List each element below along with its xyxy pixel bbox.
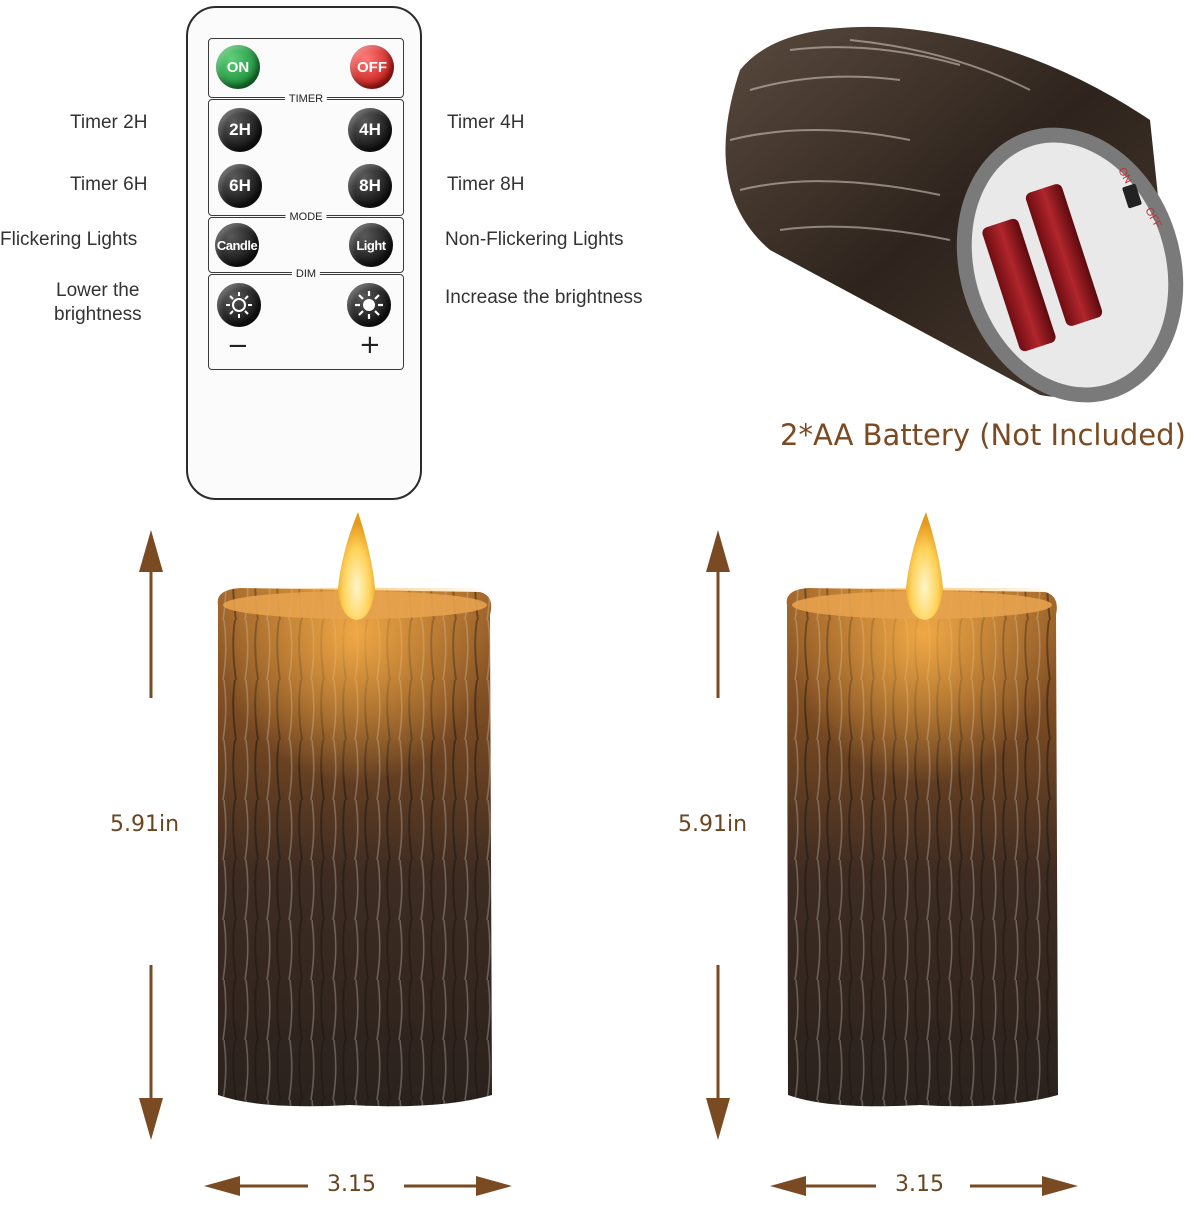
plus-sign: + bbox=[359, 330, 381, 360]
label-lower-2: brightness bbox=[54, 304, 142, 325]
label-increase: Increase the brightness bbox=[445, 287, 643, 308]
dim-down-button[interactable] bbox=[217, 283, 261, 327]
on-button[interactable]: ON bbox=[216, 45, 260, 89]
remote-control: ON OFF TIMER 2H 4H 6H 8H MODE Candle Lig… bbox=[186, 6, 422, 500]
dim-title: DIM bbox=[291, 268, 321, 280]
height-label-right: 5.91in bbox=[678, 812, 748, 837]
timer-8h-button[interactable]: 8H bbox=[348, 164, 392, 208]
width-arrow-right bbox=[770, 1176, 1078, 1196]
mode-group: MODE Candle Light bbox=[208, 211, 404, 273]
height-arrow-right bbox=[706, 530, 730, 1140]
label-timer-4h: Timer 4H bbox=[447, 112, 525, 133]
label-timer-8h: Timer 8H bbox=[447, 174, 525, 195]
height-label-left: 5.91in bbox=[110, 812, 180, 837]
label-timer-2h: Timer 2H bbox=[70, 112, 148, 133]
light-mode-button[interactable]: Light bbox=[349, 223, 393, 267]
width-label-left: 3.15 bbox=[327, 1172, 376, 1197]
timer-6h-button[interactable]: 6H bbox=[218, 164, 262, 208]
battery-caption: 2*AA Battery (Not Included) bbox=[780, 418, 1186, 452]
sun-bright-icon bbox=[355, 291, 383, 319]
height-arrow-left bbox=[139, 530, 163, 1140]
label-non-flickering: Non-Flickering Lights bbox=[445, 229, 624, 250]
sun-icon bbox=[226, 292, 252, 318]
label-lower-1: Lower the bbox=[56, 280, 140, 301]
label-timer-6h: Timer 6H bbox=[70, 174, 148, 195]
power-group: ON OFF bbox=[208, 38, 404, 98]
candles-illustration bbox=[139, 512, 1078, 1196]
candle-mode-button[interactable]: Candle bbox=[215, 223, 259, 267]
candle-right bbox=[786, 512, 1059, 1107]
dim-up-button[interactable] bbox=[347, 283, 391, 327]
dim-group: DIM − bbox=[208, 268, 404, 370]
minus-sign: − bbox=[227, 331, 249, 361]
label-flickering: Flickering Lights bbox=[0, 229, 138, 250]
timer-4h-button[interactable]: 4H bbox=[348, 108, 392, 152]
width-arrow-left bbox=[204, 1176, 512, 1196]
off-button[interactable]: OFF bbox=[350, 45, 394, 89]
mode-title: MODE bbox=[285, 211, 327, 223]
timer-group: TIMER 2H 4H 6H 8H bbox=[208, 93, 404, 216]
timer-2h-button[interactable]: 2H bbox=[218, 108, 262, 152]
timer-title: TIMER bbox=[284, 93, 328, 105]
width-label-right: 3.15 bbox=[895, 1172, 944, 1197]
battery-compartment-image: ON OFF bbox=[725, 26, 1184, 403]
candle-left bbox=[217, 512, 492, 1107]
